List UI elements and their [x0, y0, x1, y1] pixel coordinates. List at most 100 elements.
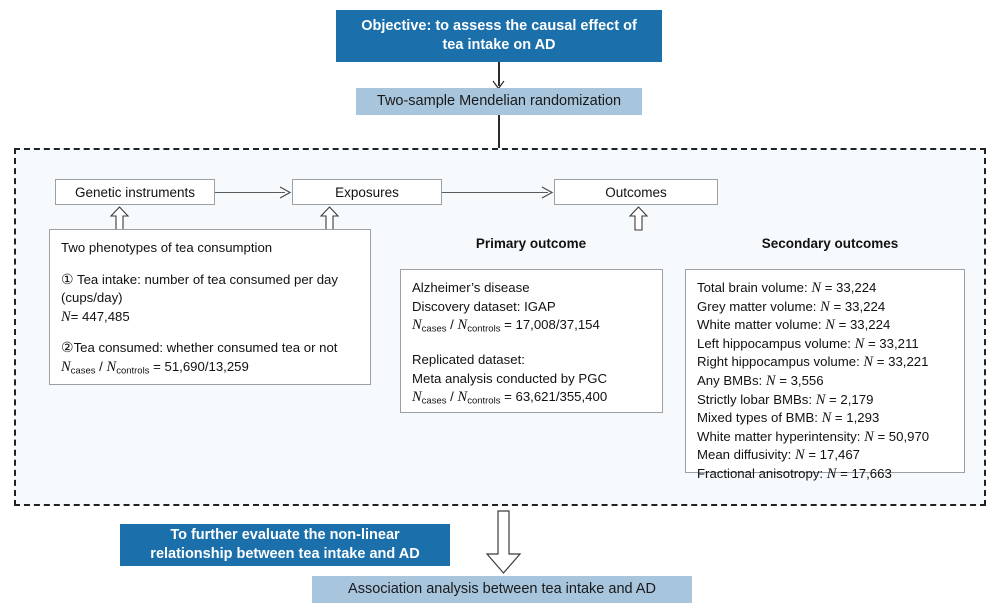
n-symbol: N	[815, 391, 826, 408]
secondary-outcomes-title: Secondary outcomes	[692, 236, 968, 251]
n-symbol: N	[864, 428, 874, 445]
primary-outcome-box: Alzheimer’s disease Discovery dataset: I…	[400, 269, 663, 413]
secondary-outcome-name: Mixed types of BMB:	[697, 410, 822, 426]
n-symbol: N	[821, 410, 832, 427]
n-symbol: N	[412, 389, 422, 406]
exposure-detail-box: Two phenotypes of tea consumption ① Tea …	[49, 229, 371, 385]
exposure-item-2-n: Ncases / Ncontrols = 51,690/13,259	[61, 358, 359, 381]
primary-replicated-n: Ncases / Ncontrols = 63,621/355,400	[412, 388, 651, 411]
n-symbol: N	[820, 298, 830, 315]
objective-line-1: Objective: to assess the causal effect o…	[361, 18, 637, 34]
connector-exposures-to-outcomes-line	[442, 191, 548, 193]
slash: /	[450, 389, 454, 405]
primary-discovery-label: Discovery dataset: IGAP	[412, 298, 556, 314]
exposure-item-1-n: N= 447,485	[61, 308, 359, 327]
secondary-outcome-value: = 33,224	[834, 317, 891, 333]
connector-objective-to-method	[498, 62, 500, 86]
spacer	[61, 326, 359, 338]
n-subscript-controls: controls	[467, 323, 501, 335]
secondary-outcome-name: Fractional anisotropy:	[697, 465, 827, 481]
secondary-outcome-name: Any BMBs:	[697, 372, 766, 388]
objective-banner: Objective: to assess the causal effect o…	[336, 10, 662, 62]
n-symbol: N	[854, 335, 865, 352]
n-subscript-cases: cases	[421, 323, 447, 335]
secondary-outcome-row: Fractional anisotropy: N = 17,663	[697, 465, 953, 484]
node-outcomes-label: Outcomes	[605, 184, 667, 200]
spacer	[61, 258, 359, 270]
further-evaluation-banner: To further evaluate the non-linear relat…	[120, 524, 450, 566]
n-symbol: N	[765, 372, 776, 389]
secondary-outcome-value: = 17,663	[836, 465, 892, 481]
n-symbol: N	[811, 280, 822, 296]
hollow-arrow-up-icon	[109, 206, 130, 231]
secondary-outcome-value: = 3,556	[775, 372, 824, 388]
primary-outcome-title: Primary outcome	[406, 236, 656, 251]
secondary-outcome-value: = 50,970	[873, 428, 930, 444]
n-subscript-cases: cases	[421, 395, 447, 407]
exposure-item-2-marker: ②	[61, 339, 74, 356]
exposure-item-2-value: = 51,690/13,259	[153, 358, 249, 374]
connector-method-to-region	[498, 115, 500, 148]
primary-replicated-desc: Meta analysis conducted by PGC	[412, 370, 607, 386]
method-label: Two-sample Mendelian randomization	[376, 93, 622, 109]
spacer	[412, 339, 651, 351]
secondary-outcome-name: Strictly lobar BMBs:	[697, 391, 816, 407]
n-symbol: N	[863, 354, 874, 371]
secondary-outcome-name: Mean diffusivity:	[697, 447, 795, 463]
n-subscript-cases: cases	[70, 365, 96, 377]
secondary-outcome-row: Strictly lobar BMBs: N = 2,179	[697, 391, 953, 410]
exposure-item-1-units: (cups/day)	[61, 290, 123, 306]
secondary-outcome-value: = 33,211	[864, 335, 919, 351]
connector-gi-to-exposures-line	[215, 191, 285, 193]
primary-disease: Alzheimer’s disease	[412, 280, 530, 295]
association-label: Association analysis between tea intake …	[348, 581, 656, 597]
secondary-outcome-value: = 2,179	[825, 391, 874, 407]
n-symbol: N	[61, 358, 71, 375]
primary-replicated-value: = 63,621/355,400	[504, 389, 608, 405]
secondary-outcome-row: Right hippocampus volume: N = 33,221	[697, 353, 953, 372]
node-exposures: Exposures	[292, 179, 442, 205]
method-banner: Two-sample Mendelian randomization	[356, 88, 642, 115]
objective-line-2: tea intake on AD	[442, 37, 556, 53]
node-exposures-label: Exposures	[335, 184, 399, 200]
n-symbol: N	[826, 465, 837, 482]
secondary-outcome-value: = 33,221	[873, 354, 929, 370]
primary-outcome-title-text: Primary outcome	[475, 236, 587, 251]
exposure-item-1-text: Tea intake: number of tea consumed per d…	[77, 271, 338, 287]
exposure-heading: Two phenotypes of tea consumption	[61, 240, 273, 255]
exposure-item-1-marker: ①	[61, 270, 74, 287]
secondary-outcome-row: White matter hyperintensity: N = 50,970	[697, 428, 953, 447]
secondary-outcome-row: Total brain volume: N = 33,224	[697, 279, 953, 298]
hollow-arrow-down-icon	[485, 510, 522, 574]
node-outcomes: Outcomes	[554, 179, 718, 205]
hollow-arrow-up-icon	[319, 206, 340, 231]
primary-discovery-value: = 17,008/37,154	[504, 317, 600, 333]
hollow-arrow-up-icon	[628, 206, 649, 231]
n-symbol: N	[457, 317, 468, 334]
secondary-outcome-row: Grey matter volume: N = 33,224	[697, 298, 953, 317]
node-genetic-instruments: Genetic instruments	[55, 179, 215, 205]
secondary-outcome-value: = 33,224	[821, 280, 877, 295]
secondary-outcomes-title-text: Secondary outcomes	[761, 236, 899, 251]
secondary-outcome-name: Total brain volume:	[697, 280, 812, 295]
exposure-item-1: ① Tea intake: number of tea consumed per…	[61, 270, 359, 290]
association-analysis-banner: Association analysis between tea intake …	[312, 576, 692, 603]
further-line-2: relationship between tea intake and AD	[150, 546, 420, 562]
slash: /	[450, 317, 454, 333]
secondary-outcome-row: Mean diffusivity: N = 17,467	[697, 446, 953, 465]
n-symbol: N	[106, 358, 117, 375]
n-subscript-controls: controls	[467, 395, 501, 407]
n-symbol: N	[794, 447, 805, 464]
secondary-outcome-value: = 1,293	[831, 410, 880, 426]
secondary-outcome-row: White matter volume: N = 33,224	[697, 316, 953, 335]
exposure-item-1-n-value: = 447,485	[70, 308, 130, 324]
primary-discovery-n: Ncases / Ncontrols = 17,008/37,154	[412, 316, 651, 339]
n-symbol: N	[412, 317, 422, 334]
n-subscript-controls: controls	[116, 365, 150, 377]
further-line-1: To further evaluate the non-linear	[170, 527, 400, 543]
secondary-outcome-name: White matter volume:	[697, 317, 826, 333]
secondary-outcome-row: Left hippocampus volume: N = 33,211	[697, 335, 953, 354]
